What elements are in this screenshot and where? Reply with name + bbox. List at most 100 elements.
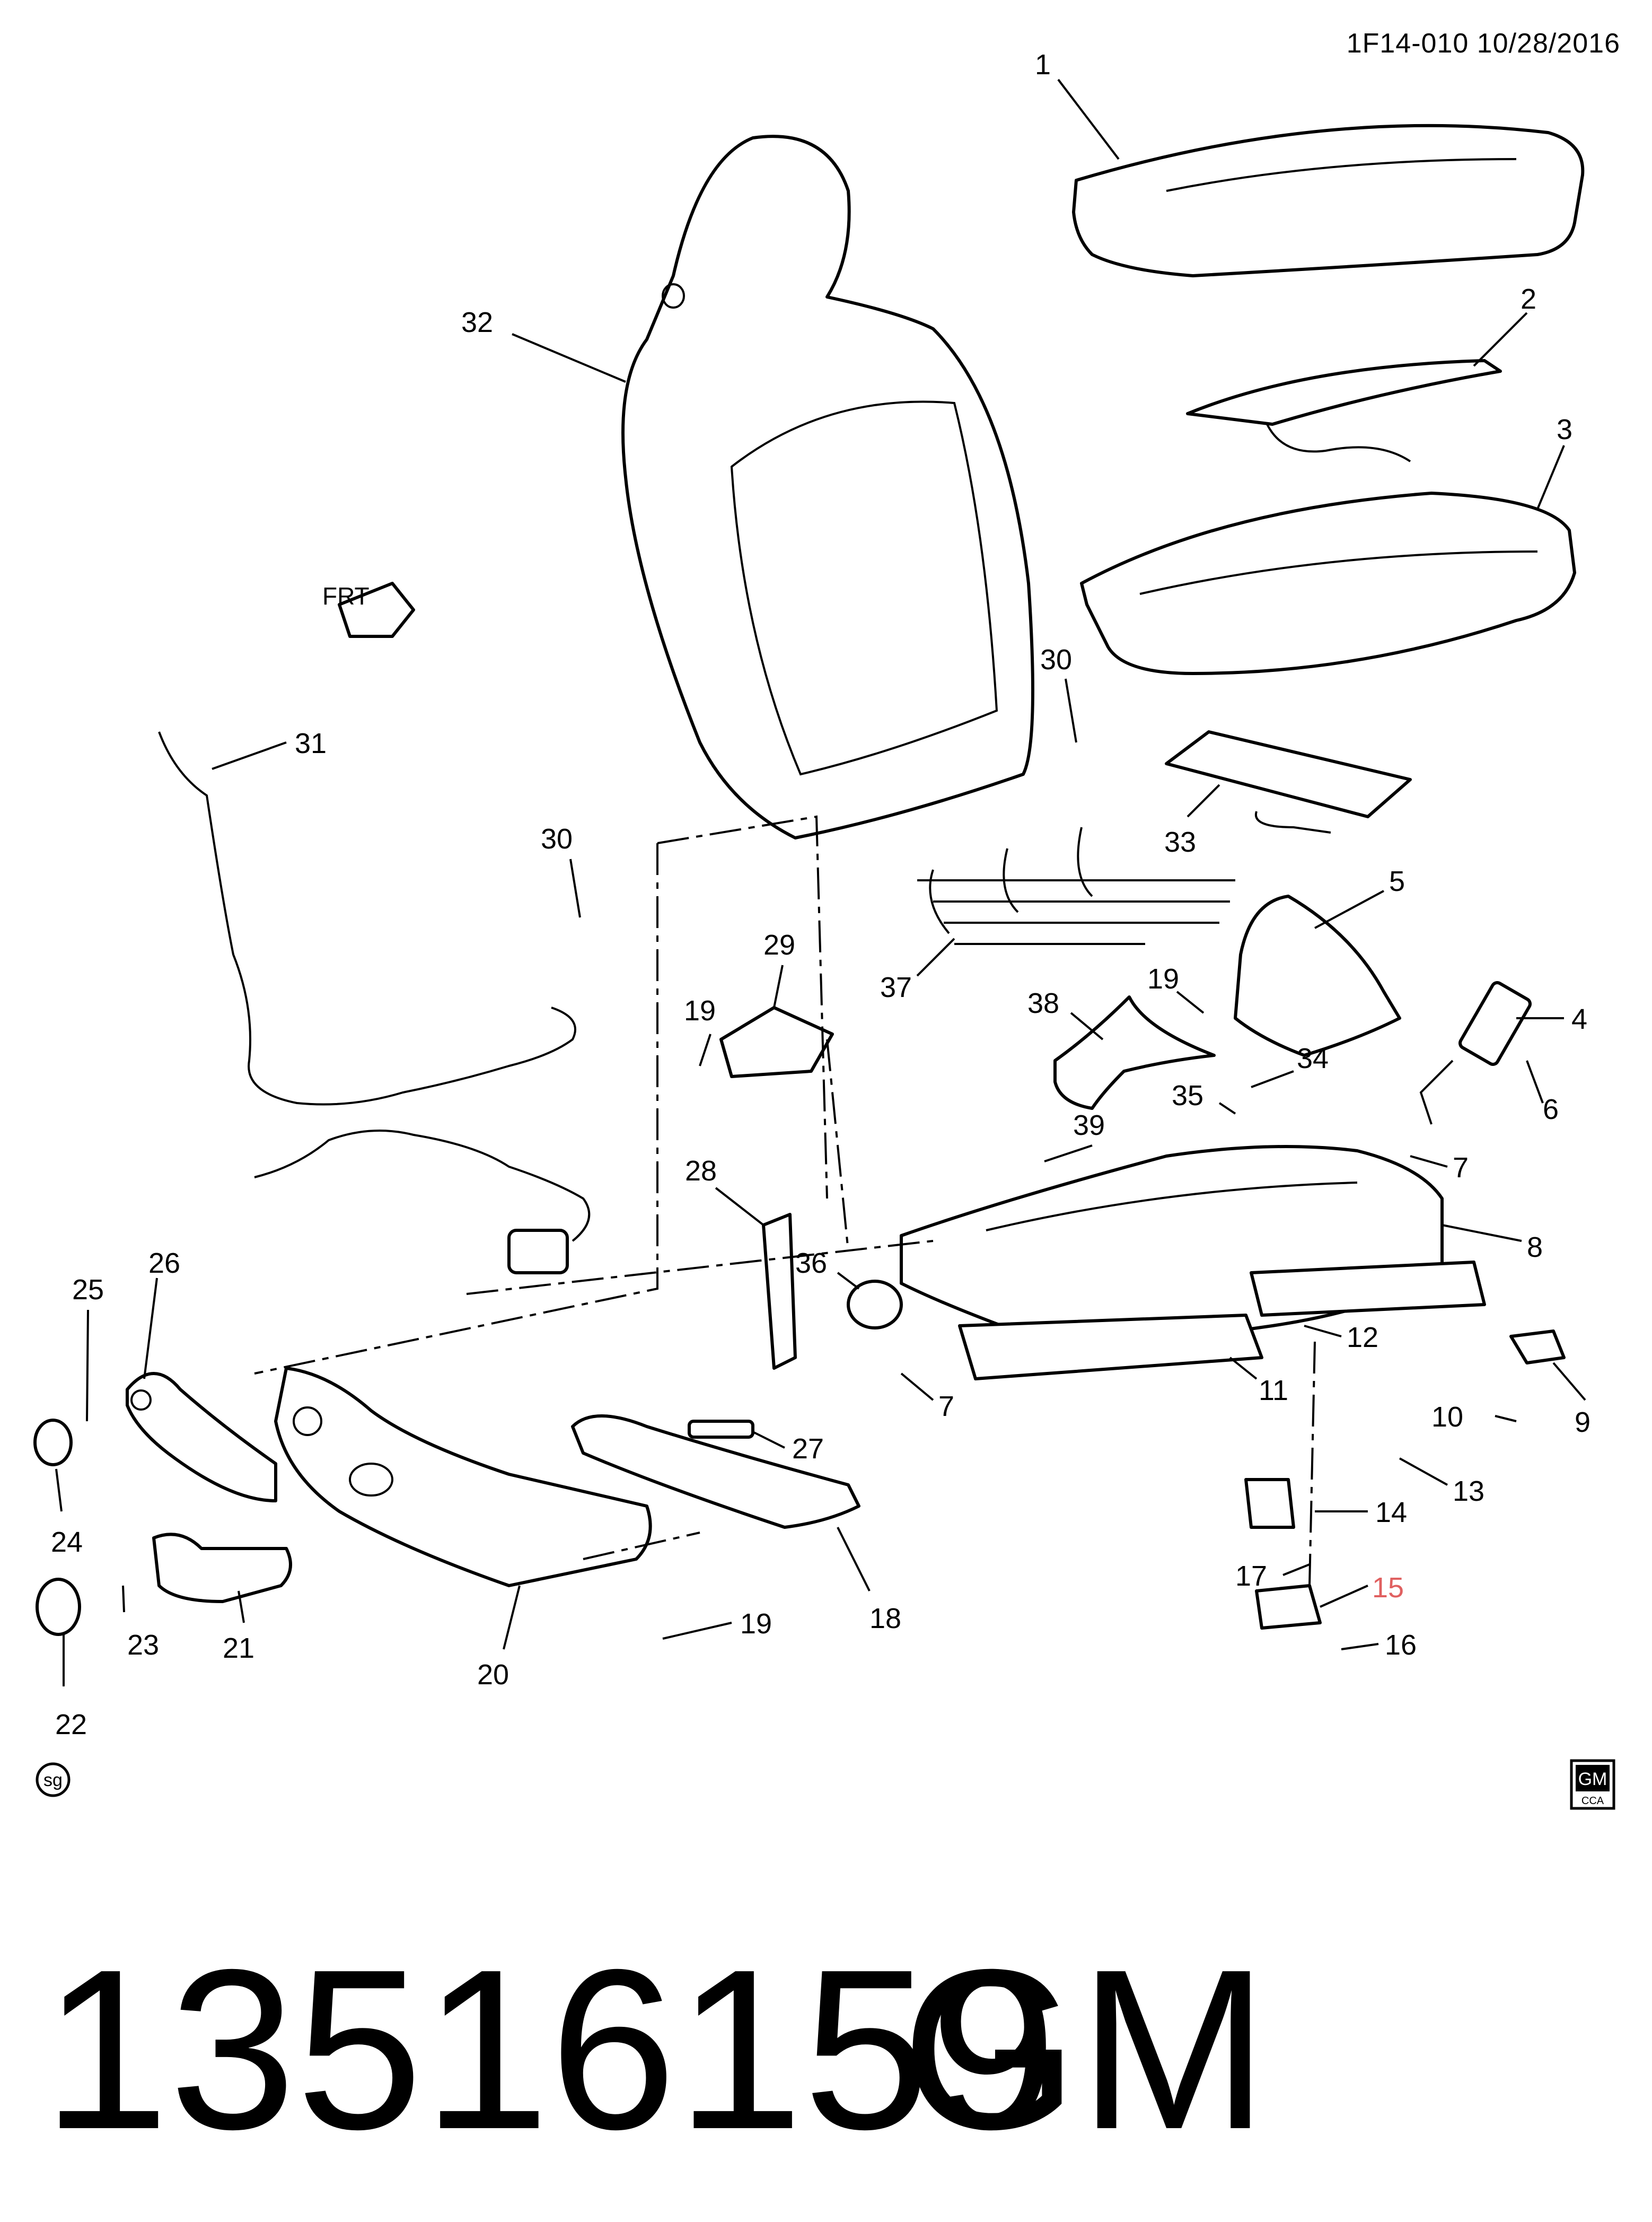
callout-30b: 30 (541, 823, 581, 918)
callout-34: 34 (1251, 1043, 1329, 1088)
callout-number-1: 1 (1035, 49, 1051, 81)
part-1-cushion-cover (1072, 124, 1585, 277)
callout-number-26: 26 (148, 1247, 180, 1279)
callout-15: 15 (1320, 1572, 1404, 1608)
callout-number-12: 12 (1347, 1322, 1378, 1353)
callout-number-7b: 7 (938, 1390, 954, 1422)
part-2-sensor-mat (1186, 359, 1502, 462)
callout-17: 17 (1235, 1560, 1310, 1592)
callout-11: 11 (1229, 1357, 1288, 1406)
callout-number-19a: 19 (1147, 963, 1179, 995)
diagram-code: 1F14-010 10/28/2016 (1346, 28, 1620, 59)
callout-30a: 30 (1040, 644, 1077, 743)
callout-33: 33 (1164, 784, 1220, 858)
part-27-bolt (688, 1420, 754, 1439)
part-number: 13516159 (42, 1922, 1057, 2177)
callout-23: 23 (122, 1585, 159, 1661)
cca-logo-text: CCA (1581, 1795, 1604, 1807)
callout-number-14: 14 (1375, 1497, 1407, 1528)
callout-number-2: 2 (1521, 283, 1536, 315)
part-20-side-trim (274, 1367, 652, 1587)
callout-number-32: 32 (461, 307, 493, 338)
callout-number-19b: 19 (684, 995, 716, 1027)
part-24-cap (33, 1419, 73, 1466)
callout-28: 28 (685, 1155, 765, 1226)
callout-29: 29 (763, 929, 795, 1008)
part-32-seatback (621, 135, 1034, 839)
callout-39: 39 (1044, 1109, 1105, 1162)
front-arrow-icon: FRT (322, 582, 415, 638)
part-15-sensor (1255, 1584, 1322, 1630)
callout-19a: 19 (1147, 963, 1205, 1014)
callout-24: 24 (51, 1468, 83, 1558)
callout-number-5: 5 (1389, 865, 1405, 897)
callout-38: 38 (1027, 987, 1104, 1040)
callout-number-9: 9 (1575, 1406, 1591, 1438)
callout-31: 31 (212, 728, 327, 770)
callout-number-29: 29 (763, 929, 795, 961)
callout-number-30a: 30 (1040, 644, 1072, 676)
callout-number-34: 34 (1297, 1043, 1329, 1074)
callout-number-11: 11 (1259, 1375, 1288, 1406)
callout-2: 2 (1473, 283, 1536, 367)
callout-19b: 19 (684, 995, 716, 1066)
callout-number-13: 13 (1453, 1475, 1484, 1507)
callout-number-4: 4 (1571, 1003, 1587, 1035)
gm-cca-logo: GM CCA (1570, 1759, 1615, 1810)
part-18-inner-trim (571, 1414, 860, 1529)
sg-label: sg (43, 1770, 63, 1790)
callout-22: 22 (55, 1633, 87, 1740)
callout-14: 14 (1315, 1497, 1407, 1528)
part-33-module (1165, 730, 1412, 834)
callout-6: 6 (1526, 1060, 1559, 1125)
callout-number-20: 20 (477, 1659, 509, 1691)
callout-35: 35 (1172, 1080, 1236, 1115)
callout-number-18: 18 (869, 1603, 901, 1634)
callout-number-10: 10 (1431, 1401, 1463, 1433)
gm-logo-text: GM (1578, 1769, 1607, 1789)
callout-number-35: 35 (1172, 1080, 1203, 1112)
callout-number-33: 33 (1164, 826, 1196, 858)
callout-9: 9 (1552, 1362, 1591, 1438)
callout-36: 36 (795, 1247, 860, 1290)
callout-32: 32 (461, 307, 626, 383)
callout-number-37: 37 (880, 972, 912, 1003)
callout-number-31: 31 (295, 728, 327, 759)
part-3-cushion-pad (1080, 492, 1576, 675)
callout-21: 21 (223, 1590, 254, 1664)
callout-25: 25 (72, 1274, 104, 1422)
callout-number-38: 38 (1027, 987, 1059, 1019)
callout-number-16: 16 (1385, 1629, 1417, 1661)
callout-37: 37 (880, 938, 955, 1003)
assembly-lines (254, 815, 1316, 1586)
part-37-suspension (917, 827, 1235, 945)
callout-number-15: 15 (1372, 1572, 1404, 1604)
part-4-seatbelt-buckle (1419, 981, 1532, 1125)
callout-19c: 19 (662, 1608, 772, 1640)
callout-4: 4 (1516, 1003, 1587, 1035)
sg-badge: sg (36, 1762, 71, 1797)
callout-20: 20 (477, 1585, 521, 1691)
callout-number-28: 28 (685, 1155, 717, 1187)
part-29-latch (719, 1006, 834, 1078)
callout-26: 26 (143, 1247, 180, 1379)
part-5-side-shield (1234, 895, 1401, 1057)
callout-number-8: 8 (1527, 1231, 1543, 1263)
callout-5: 5 (1314, 865, 1405, 929)
part-28-spring (762, 1213, 797, 1370)
part-21-bracket (152, 1533, 292, 1603)
part-22-cap (36, 1578, 81, 1636)
callout-number-17: 17 (1235, 1560, 1267, 1592)
callout-number-19c: 19 (740, 1608, 772, 1640)
callout-number-25: 25 (72, 1274, 104, 1306)
callout-number-7a: 7 (1453, 1152, 1469, 1184)
callout-27: 27 (752, 1431, 824, 1465)
callouts: 1 2 3 4 5 6 7 7 8 9 10 11 12 13 14 15 16… (51, 49, 1591, 1740)
callout-18: 18 (837, 1527, 901, 1634)
callout-7a: 7 (1410, 1152, 1469, 1184)
callout-1: 1 (1035, 49, 1120, 160)
callout-8: 8 (1442, 1224, 1543, 1263)
part-36-motor (847, 1280, 903, 1329)
callout-10: 10 (1431, 1401, 1517, 1433)
